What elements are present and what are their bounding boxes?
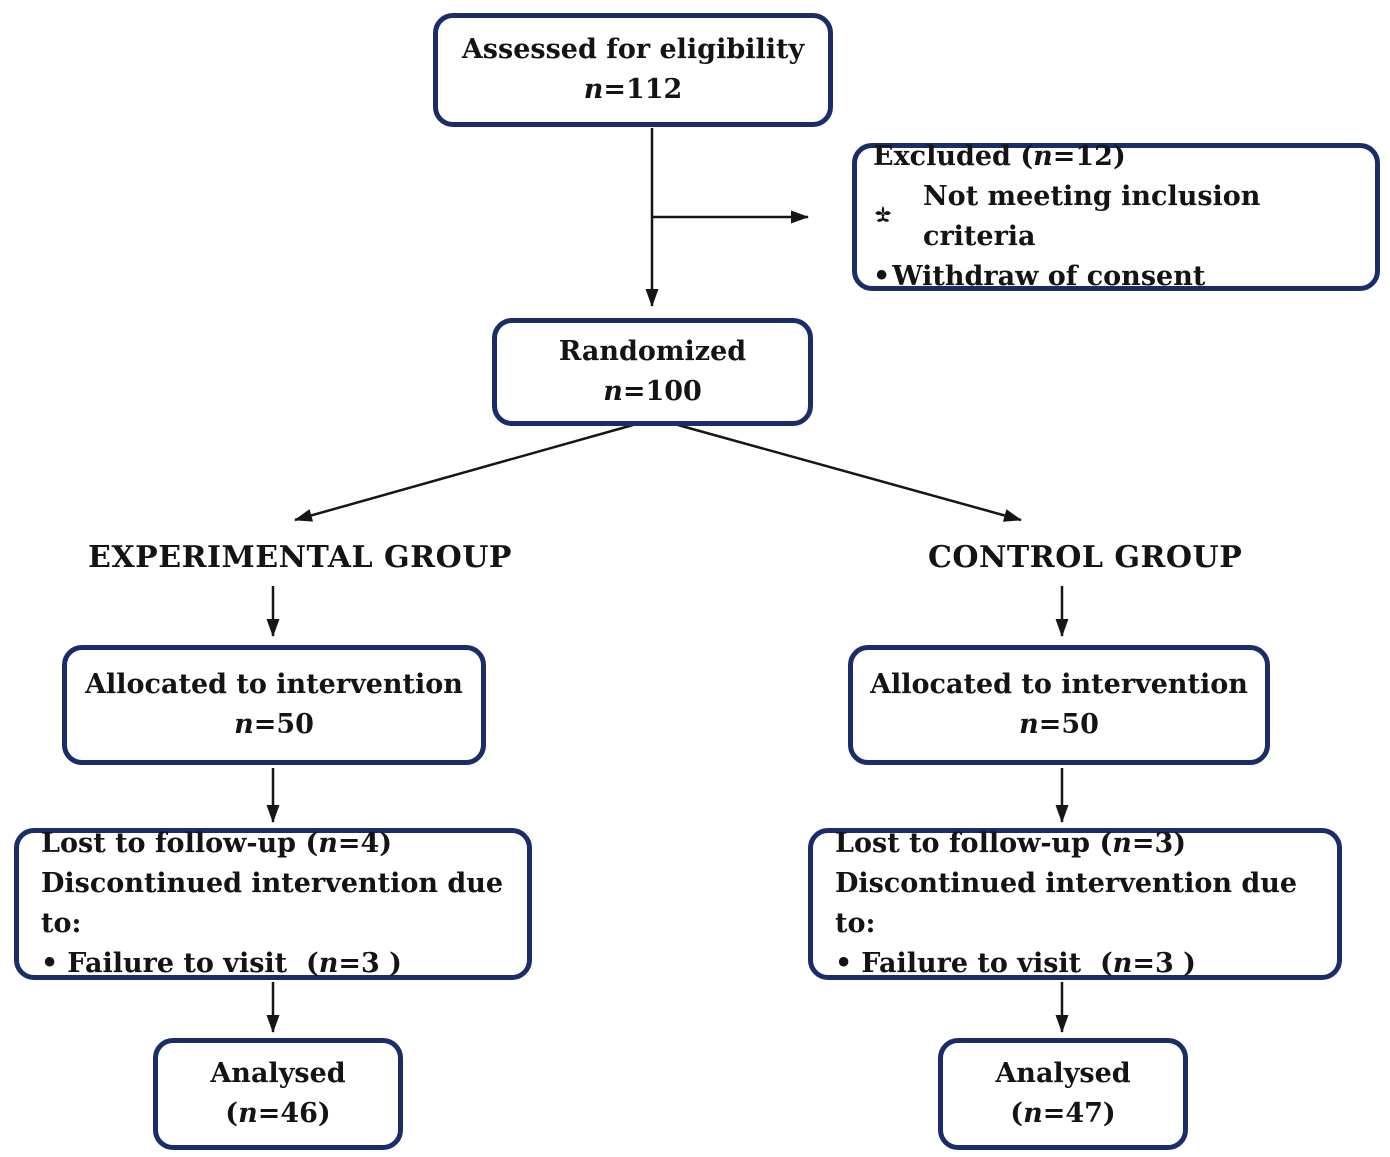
assessed-title: Assessed for eligibility [461, 34, 805, 65]
analysed-left-pre: ( [225, 1098, 239, 1129]
lost-left-line2: Discontinued intervention due to: [41, 868, 513, 939]
lost-left-line1-pre: Lost to follow-up ( [41, 828, 319, 859]
allocated-right-box: Allocated to intervention n=50 [848, 645, 1270, 765]
lost-right-line1-post: =3) [1131, 828, 1187, 859]
lost-right-line1-pre: Lost to follow-up ( [835, 828, 1113, 859]
lost-left-line3-post: =3 ) [338, 948, 402, 979]
excluded-reason-2-text: Withdraw of consent [892, 261, 1206, 292]
randomized-n-symbol: n [603, 376, 623, 407]
assessed-n-value: =112 [603, 74, 683, 105]
allocated-left-title: Allocated to intervention [85, 669, 463, 700]
lost-left-line1: Lost to follow-up (n=4) [41, 824, 521, 864]
lost-right-line3-pre: Failure to visit ( [861, 948, 1113, 979]
randomized-title: Randomized [558, 336, 747, 367]
assessed-box: Assessed for eligibility n=112 [433, 13, 833, 127]
lost-right-line3-n-symbol: n [1112, 948, 1133, 979]
lost-right-n-symbol: n [1112, 828, 1132, 859]
analysed-right-title: Analysed [995, 1058, 1131, 1089]
allocated-right-n-symbol: n [1019, 709, 1039, 740]
assessed-count: n=112 [584, 70, 683, 110]
allocated-left-box: Allocated to intervention n=50 [62, 645, 486, 765]
lost-right-box: Lost to follow-up (n=3) Discontinued int… [808, 828, 1342, 980]
analysed-left-n-symbol: n [238, 1098, 258, 1129]
lost-right-line2: Discontinued intervention due to: [835, 868, 1307, 939]
analysed-right-pre: ( [1010, 1098, 1024, 1129]
randomized-box: Randomized n=100 [492, 318, 813, 426]
lost-right-line3: • Failure to visit (n=3 ) [835, 944, 1331, 984]
analysed-right-box: Analysed (n=47) [938, 1038, 1188, 1150]
lost-right-line3-post: =3 ) [1132, 948, 1196, 979]
lost-left-line3: • Failure to visit (n=3 ) [41, 944, 521, 984]
lost-left-n-symbol: n [318, 828, 338, 859]
randomized-count: n=100 [603, 372, 702, 412]
experimental-group-label: EXPERIMENTAL GROUP [88, 540, 512, 575]
excluded-n-symbol: n [1033, 141, 1053, 172]
lost-left-line3-pre: Failure to visit ( [67, 948, 319, 979]
allocated-right-n-value: =50 [1038, 709, 1099, 740]
analysed-left-count: (n=46) [225, 1094, 330, 1134]
excluded-n-value: =12) [1052, 141, 1126, 172]
bullet-dot-icon: • [835, 948, 853, 979]
analysed-right-n-symbol: n [1023, 1098, 1043, 1129]
allocated-left-n-value: =50 [253, 709, 314, 740]
allocated-right-title: Allocated to intervention [870, 669, 1248, 700]
fleur-de-lis-bullet-icon [873, 205, 893, 229]
lost-left-box: Lost to follow-up (n=4) Discontinued int… [14, 828, 532, 980]
analysed-right-post: =47) [1042, 1098, 1116, 1129]
arrow-randomized-to-experimental [294, 423, 634, 522]
excluded-box: Excluded (n=12) Not meeting inclusion cr… [852, 141, 1380, 292]
lost-left-line3-n-symbol: n [318, 948, 339, 979]
control-group-label: CONTROL GROUP [928, 540, 1243, 575]
analysed-left-title: Analysed [210, 1058, 346, 1089]
assessed-n-symbol: n [583, 74, 604, 105]
allocated-left-n-symbol: n [234, 709, 254, 740]
lost-left-line1-post: =4) [337, 828, 393, 859]
bullet-dot-icon: • [873, 261, 891, 292]
excluded-reason-2: • Withdraw of consent [873, 257, 1367, 297]
excluded-title: Excluded (n=12) [873, 137, 1367, 177]
allocated-right-count: n=50 [1019, 705, 1099, 745]
lost-right-line1: Lost to follow-up (n=3) [835, 824, 1331, 864]
bullet-dot-icon: • [41, 948, 59, 979]
excluded-title-pre: Excluded ( [873, 141, 1034, 172]
arrow-randomized-to-control [677, 423, 1022, 522]
randomized-n-value: =100 [622, 376, 702, 407]
analysed-left-post: =46) [257, 1098, 331, 1129]
excluded-reason-1: Not meeting inclusion criteria [873, 177, 1367, 257]
analysed-left-box: Analysed (n=46) [153, 1038, 403, 1150]
excluded-reason-1-text: Not meeting inclusion criteria [923, 181, 1270, 252]
analysed-right-count: (n=47) [1010, 1094, 1115, 1134]
allocated-left-count: n=50 [234, 705, 314, 745]
